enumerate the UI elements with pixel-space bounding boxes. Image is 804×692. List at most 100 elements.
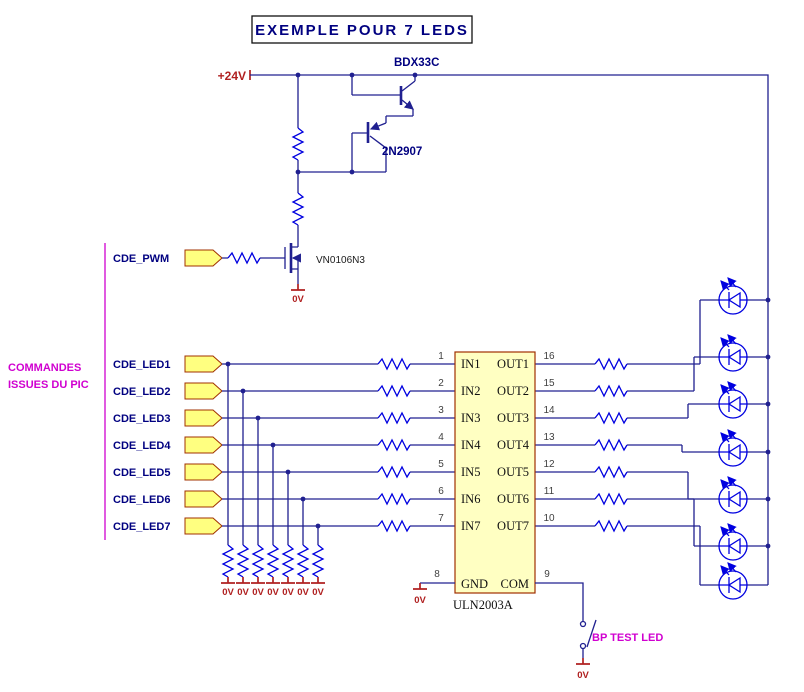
led-signal-label: CDE_LED2 — [113, 386, 170, 398]
junction-dot — [412, 72, 418, 78]
led-symbol — [719, 382, 747, 418]
led-channel-row: CDE_LED4 4 13 0V — [113, 430, 771, 598]
pin-name: IN1 — [461, 357, 480, 371]
junction-dot — [295, 169, 301, 175]
resistor — [222, 544, 234, 578]
resistor — [312, 544, 324, 578]
driver-ref-label: ULN2003A — [453, 598, 513, 612]
net-tag — [184, 490, 223, 508]
emitter-link-wire — [385, 109, 414, 123]
ground-symbol — [280, 576, 296, 584]
pin-number: 5 — [438, 459, 444, 470]
junction-dot — [225, 361, 231, 367]
ground-symbol — [290, 283, 306, 291]
resistor — [237, 544, 249, 578]
group-label-line2: ISSUES DU PIC — [8, 379, 89, 391]
resistor — [377, 385, 411, 397]
pin-number: 3 — [438, 405, 444, 416]
resistor — [377, 412, 411, 424]
resistor — [594, 520, 628, 532]
input-wire — [222, 471, 455, 545]
junction-dot — [765, 401, 771, 407]
ground-symbol — [575, 657, 591, 665]
bdx33c-label: BDX33C — [394, 57, 439, 69]
led-channel-row: CDE_LED1 1 16 0V — [113, 278, 771, 598]
input-wire — [222, 363, 455, 545]
pin-name: OUT1 — [497, 357, 529, 371]
pin-name: OUT4 — [497, 438, 530, 452]
resistor — [377, 466, 411, 478]
pin-number: 6 — [438, 486, 444, 497]
ground-symbol — [220, 576, 236, 584]
led-channel-row: CDE_LED3 3 14 0V — [113, 382, 771, 598]
led-signal-label: CDE_LED6 — [113, 494, 170, 506]
led-signal-label: CDE_LED4 — [113, 440, 171, 452]
led-symbol — [719, 430, 747, 466]
pin-number: 15 — [543, 378, 555, 389]
button-terminal — [579, 642, 587, 650]
led-symbol — [719, 563, 747, 599]
pin-name: OUT6 — [497, 492, 529, 506]
output-wire — [535, 403, 768, 419]
output-wire — [535, 356, 768, 392]
group-label-line1: COMMANDES — [8, 362, 81, 374]
pin-name: IN6 — [461, 492, 480, 506]
net-tag — [184, 436, 223, 454]
pin-name: IN2 — [461, 384, 480, 398]
pin-name: IN3 — [461, 411, 480, 425]
base-wire — [351, 132, 368, 172]
led-channel-row: CDE_LED6 6 11 0V — [113, 486, 771, 598]
net-tag — [184, 409, 223, 427]
resistor — [282, 544, 294, 578]
pin-name: OUT2 — [497, 384, 529, 398]
junction-dot — [765, 543, 771, 549]
pin-number: 11 — [544, 486, 555, 497]
junction-dot — [765, 297, 771, 303]
junction-dot — [765, 449, 771, 455]
net-tag — [184, 355, 223, 373]
led-channel-row: CDE_LED2 2 15 0V — [113, 335, 771, 598]
junction-dot — [349, 169, 355, 175]
mosfet-vn0106n3 — [284, 243, 301, 284]
resistor — [297, 544, 309, 578]
junction-dot — [765, 354, 771, 360]
junction-dot — [295, 72, 301, 78]
pin-number: 2 — [438, 378, 444, 389]
resistor — [292, 127, 304, 161]
input-wire — [222, 525, 455, 545]
resistor — [594, 439, 628, 451]
led-channel-row: CDE_LED5 5 12 0V — [113, 459, 771, 598]
pin-name: IN7 — [461, 519, 480, 533]
push-button — [579, 619, 597, 650]
output-wire — [535, 498, 768, 547]
pin-number: 14 — [543, 405, 555, 416]
pin-number: 13 — [543, 432, 555, 443]
ground-label: 0V — [222, 587, 234, 598]
pwm-signal-label: CDE_PWM — [113, 253, 169, 265]
page-title: EXEMPLE POUR 7 LEDS — [255, 22, 469, 39]
resistor — [377, 439, 411, 451]
pnp-transistor-2n2907 — [351, 121, 387, 172]
ground-label: 0V — [282, 587, 294, 598]
ground-label: 0V — [312, 587, 324, 598]
vn0106n3-label: VN0106N3 — [316, 255, 365, 266]
resistor — [377, 358, 411, 370]
pin-name: IN5 — [461, 465, 480, 479]
input-wire — [222, 498, 455, 545]
led-signal-label: CDE_LED1 — [113, 359, 170, 371]
resistor — [227, 252, 261, 264]
resistor — [594, 466, 628, 478]
junction-dot — [240, 388, 246, 394]
ground-symbol — [265, 576, 281, 584]
led-signal-label: CDE_LED3 — [113, 413, 170, 425]
ground-symbol — [295, 576, 311, 584]
junction-dot — [765, 496, 771, 502]
title-box — [251, 15, 473, 44]
ground-label: 0V — [237, 587, 249, 598]
pin-name: OUT7 — [497, 519, 529, 533]
resistor — [377, 493, 411, 505]
pin-number: 7 — [438, 513, 444, 524]
input-wire — [222, 417, 455, 545]
net-tag — [184, 517, 223, 535]
